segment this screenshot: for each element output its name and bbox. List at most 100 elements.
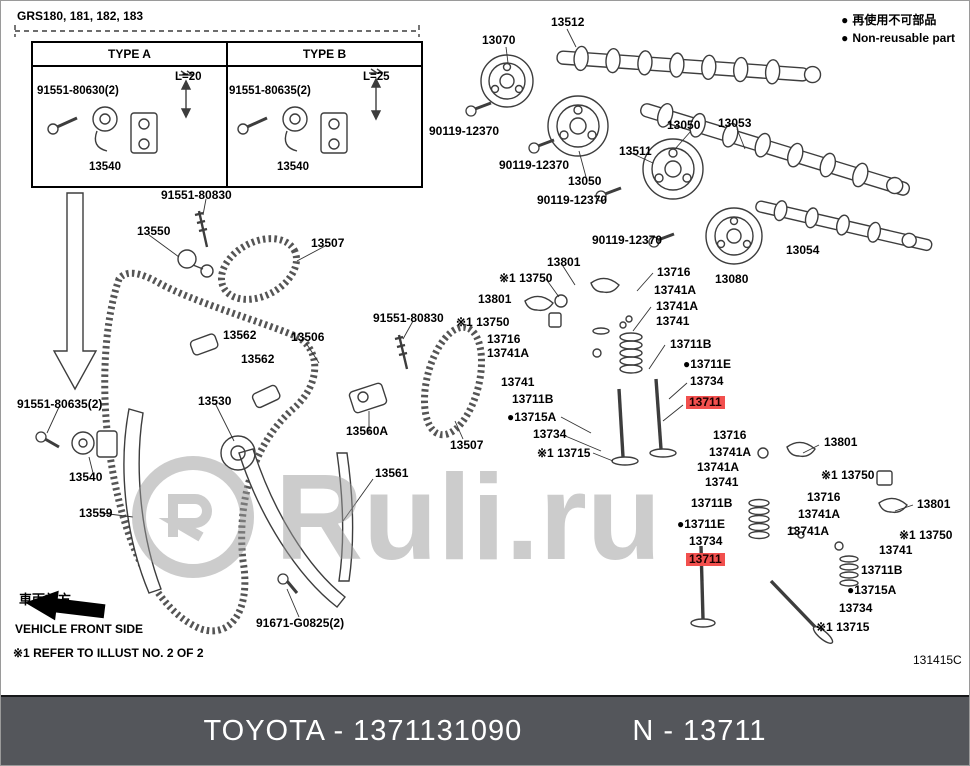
vehicle-front-en: VEHICLE FRONT SIDE: [15, 622, 144, 636]
vehicle-front-note: 車両前方 VEHICLE FRONT SIDE: [15, 589, 143, 636]
part-label-13716[interactable]: 13716: [657, 265, 691, 279]
part-label-13711B[interactable]: 13711B: [512, 392, 554, 406]
camshaft-bank2: [755, 200, 933, 252]
part-label-13559[interactable]: 13559: [79, 506, 113, 520]
part-label-13507[interactable]: 13507: [450, 438, 484, 452]
part-label-90119-12370[interactable]: 90119-12370: [499, 158, 570, 172]
part-label-13716[interactable]: 13716: [487, 332, 521, 346]
filled-circle-icon: ●: [841, 13, 849, 27]
part-label-13711B[interactable]: 13711B: [861, 563, 903, 577]
valve-spring-right2: [839, 555, 859, 587]
tensioner-13560a: [348, 382, 388, 414]
part-label-91551-80635(2)[interactable]: 91551-80635(2): [17, 397, 103, 411]
part-label-13750[interactable]: ※1 13750: [899, 528, 953, 542]
vvt-gear-13080: [705, 207, 763, 265]
cam-gear-13050b: [642, 138, 704, 200]
part-label-13734[interactable]: 13734: [839, 601, 873, 615]
part-label-13715A[interactable]: ●13715A: [507, 410, 557, 424]
part-label-13711[interactable]: 13711: [686, 552, 725, 567]
part-label-13715A[interactable]: ●13715A: [847, 583, 897, 597]
part-label-13562[interactable]: 13562: [223, 328, 257, 342]
vehicle-front-jp: 車両前方: [19, 592, 72, 607]
damper-13562a: [189, 333, 219, 356]
part-label-13711[interactable]: 13711: [686, 395, 725, 410]
rocker-arm-13801a: [590, 277, 620, 294]
part-label-13741[interactable]: 13741: [501, 375, 535, 389]
part-label-13801[interactable]: 13801: [917, 497, 951, 511]
part-label-13741[interactable]: 13741: [879, 543, 913, 557]
part-label-13715[interactable]: ※1 13715: [537, 446, 591, 460]
part-label-90119-12370[interactable]: 90119-12370: [429, 124, 500, 138]
legend-jp: ●再使用不可部品: [841, 11, 955, 28]
part-label-13711B[interactable]: 13711B: [670, 337, 712, 351]
part-label-13053[interactable]: 13053: [718, 116, 752, 130]
part-label-13741A[interactable]: 13741A: [709, 445, 752, 459]
diagram-code: 131415C: [913, 653, 962, 667]
part-label-13734[interactable]: 13734: [533, 427, 567, 441]
part-label-13511[interactable]: 13511: [619, 144, 652, 158]
part-label-13716[interactable]: 13716: [807, 490, 841, 504]
type-b-ref[interactable]: 13540: [277, 161, 309, 173]
stud-bolts: [194, 210, 409, 370]
damper-13562b: [251, 384, 281, 409]
part-label-13734[interactable]: 13734: [690, 374, 724, 388]
part-label-13560A[interactable]: 13560A: [346, 424, 389, 438]
rocker-arm-13801b: [524, 295, 554, 312]
part-label-13734[interactable]: 13734: [689, 534, 723, 548]
legend-en: ●Non-reusable part: [841, 31, 955, 45]
part-label-13070[interactable]: 13070: [482, 33, 516, 47]
model-code: GRS180, 181, 182, 183: [17, 9, 144, 23]
part-label-13750[interactable]: ※1 13750: [456, 315, 510, 329]
part-label-13530[interactable]: 13530: [198, 394, 232, 408]
part-label-13550[interactable]: 13550: [137, 224, 171, 238]
part-label-13540[interactable]: 13540: [69, 470, 103, 484]
part-label-13711B[interactable]: 13711B: [691, 496, 733, 510]
part-label-13507[interactable]: 13507: [311, 236, 345, 250]
type-a-ref[interactable]: 13540: [89, 161, 121, 173]
valve-spring-right1: [748, 498, 770, 540]
part-label-13741[interactable]: 13741: [705, 475, 739, 489]
type-b-part-number[interactable]: 91551-80635(2): [229, 85, 311, 97]
part-label-13741[interactable]: 13741: [656, 314, 690, 328]
part-label-13054[interactable]: 13054: [786, 243, 820, 257]
part-label-13801[interactable]: 13801: [547, 255, 581, 269]
part-label-13741A[interactable]: 13741A: [787, 524, 830, 538]
part-label-13562[interactable]: 13562: [241, 352, 275, 366]
cam-gear-13050a: [547, 95, 609, 157]
chain-guide-13559: [123, 408, 162, 594]
type-b-drawing: [237, 68, 384, 154]
part-label-13512[interactable]: 13512: [551, 15, 585, 29]
part-label-91551-80830[interactable]: 91551-80830: [161, 188, 232, 202]
part-label-13506[interactable]: 13506: [291, 330, 325, 344]
part-label-13741A[interactable]: 13741A: [798, 507, 841, 521]
type-a-length: L=20: [175, 71, 202, 83]
part-label-13711E[interactable]: ●13711E: [677, 517, 725, 531]
part-label-13750[interactable]: ※1 13750: [821, 468, 875, 482]
part-label-90119-12370[interactable]: 90119-12370: [592, 233, 663, 247]
part-label-13741A[interactable]: 13741A: [654, 283, 697, 297]
header-bracket: [14, 25, 420, 37]
part-label-13801[interactable]: 13801: [824, 435, 858, 449]
part-label-91551-80830[interactable]: 91551-80830: [373, 311, 444, 325]
part-label-13711E[interactable]: ●13711E: [683, 357, 731, 371]
keepers-right: [789, 527, 844, 551]
part-label-13050[interactable]: 13050: [667, 118, 701, 132]
part-label-13080[interactable]: 13080: [715, 272, 749, 286]
part-label-13715[interactable]: ※1 13715: [816, 620, 870, 634]
part-label-13716[interactable]: 13716: [713, 428, 747, 442]
part-label-13801[interactable]: 13801: [478, 292, 512, 306]
legend-jp-text: 再使用不可部品: [852, 13, 937, 27]
part-label-90119-12370[interactable]: 90119-12370: [537, 193, 608, 207]
part-label-13561[interactable]: 13561: [375, 466, 409, 480]
lash-adjuster-13750b: [757, 447, 893, 486]
part-label-13741A[interactable]: 13741A: [656, 299, 699, 313]
chain-13507-upper: [217, 235, 301, 303]
type-a-part-number[interactable]: 91551-80630(2): [37, 85, 119, 97]
part-label-13741A[interactable]: 13741A: [697, 460, 740, 474]
part-label-13750[interactable]: ※1 13750: [499, 271, 553, 285]
tensioner-13550: [177, 249, 214, 278]
part-label-13050[interactable]: 13050: [568, 174, 602, 188]
part-label-13741A[interactable]: 13741A: [487, 346, 530, 360]
part-label-91671-G0825(2)[interactable]: 91671-G0825(2): [256, 616, 345, 630]
